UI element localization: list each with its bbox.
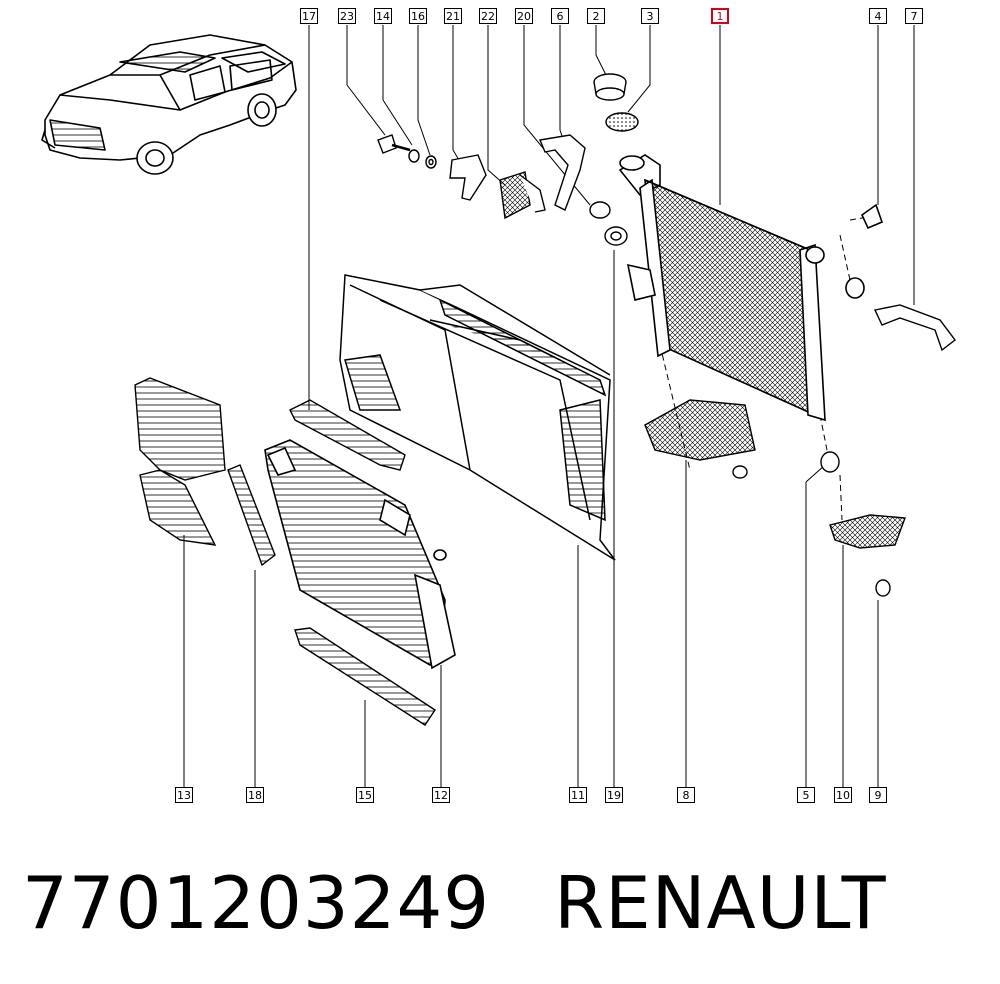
fastener-set bbox=[377, 134, 586, 220]
radiator-shroud bbox=[339, 274, 616, 561]
upper-bracket bbox=[873, 304, 956, 352]
part-callout-14: 14 bbox=[374, 8, 392, 24]
filler-cap-assembly bbox=[589, 73, 639, 246]
part-callout-18: 18 bbox=[246, 787, 264, 803]
part-callout-9: 9 bbox=[869, 787, 887, 803]
part-callout-11: 11 bbox=[569, 787, 587, 803]
part-callout-16: 16 bbox=[409, 8, 427, 24]
part-callout-17: 17 bbox=[300, 8, 318, 24]
part-number: 7701203249 bbox=[22, 861, 491, 945]
upper-deflector bbox=[289, 399, 406, 471]
side-air-guide bbox=[134, 377, 226, 546]
leader-lines bbox=[183, 25, 915, 787]
part-callout-23: 23 bbox=[338, 8, 356, 24]
part-callout-4: 4 bbox=[869, 8, 887, 24]
part-callout-3: 3 bbox=[641, 8, 659, 24]
part-callout-20: 20 bbox=[515, 8, 533, 24]
part-callout-13: 13 bbox=[175, 787, 193, 803]
part-callout-2: 2 bbox=[587, 8, 605, 24]
brand-name: RENAULT bbox=[554, 861, 887, 945]
part-callout-6: 6 bbox=[551, 8, 569, 24]
part-callout-1: 1 bbox=[711, 8, 729, 24]
part-callout-19: 19 bbox=[605, 787, 623, 803]
lower-mount-right bbox=[820, 451, 906, 597]
part-callout-15: 15 bbox=[356, 787, 374, 803]
part-callout-7: 7 bbox=[905, 8, 923, 24]
part-callout-8: 8 bbox=[677, 787, 695, 803]
car-illustration bbox=[41, 34, 297, 175]
condenser bbox=[264, 439, 456, 670]
part-callout-12: 12 bbox=[432, 787, 450, 803]
vertical-seal-strip bbox=[227, 464, 276, 567]
part-caption: 7701203249 RENAULT bbox=[22, 858, 982, 948]
lower-mount-left bbox=[644, 399, 756, 479]
lower-deflector bbox=[294, 627, 436, 726]
part-callout-22: 22 bbox=[479, 8, 497, 24]
part-callout-10: 10 bbox=[834, 787, 852, 803]
exploded-view-drawing bbox=[41, 25, 956, 787]
part-callout-21: 21 bbox=[444, 8, 462, 24]
radiator bbox=[618, 154, 884, 422]
part-callout-5: 5 bbox=[797, 787, 815, 803]
